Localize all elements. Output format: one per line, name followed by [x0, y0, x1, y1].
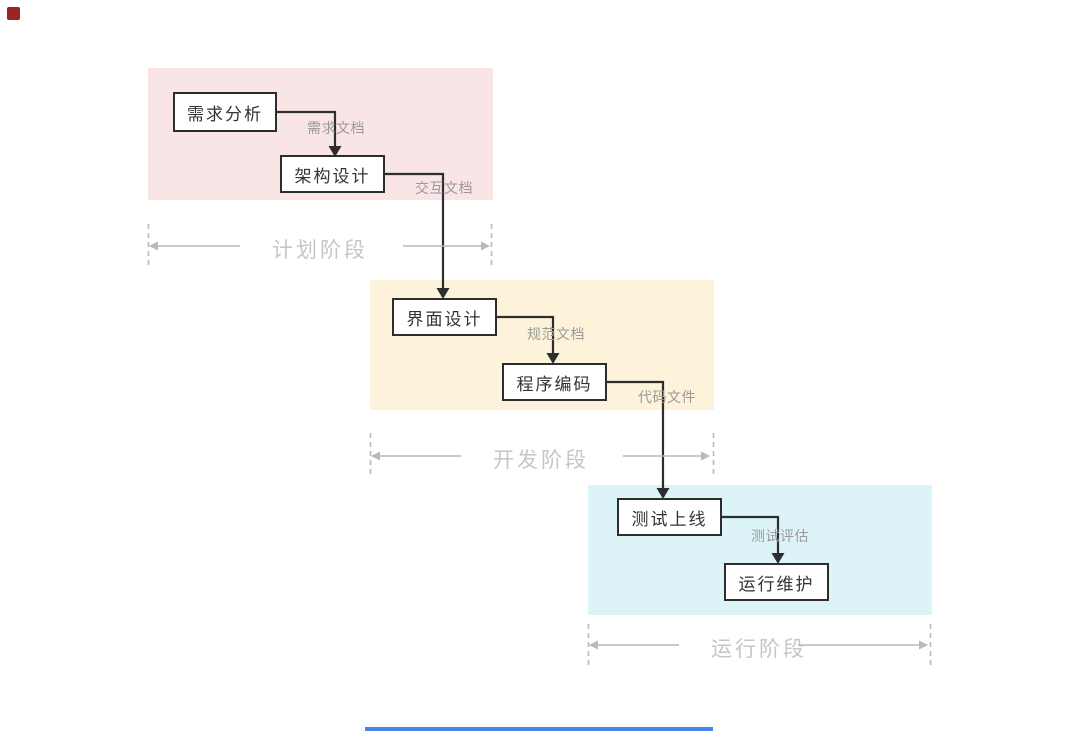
- flow-node-architecture-design: 架构设计: [280, 155, 385, 193]
- phase-label-operation: 运行阶段: [711, 638, 807, 661]
- flow-label-test-evaluation: 测试评估: [751, 528, 809, 544]
- arrow-right-icon: [701, 451, 710, 461]
- arrow-right-icon: [481, 241, 490, 251]
- flow-label-interaction-doc: 交互文档: [415, 180, 473, 196]
- flow-label-code-files: 代码文件: [638, 389, 696, 405]
- flow-label-requirements-doc: 需求文档: [307, 120, 365, 136]
- flow-node-program-coding: 程序编码: [502, 363, 607, 401]
- flow-node-operation-maintenance: 运行维护: [724, 563, 829, 601]
- phase-label-development: 开发阶段: [493, 449, 589, 472]
- flow-node-ui-design: 界面设计: [392, 298, 497, 336]
- bottom-accent-bar: [365, 727, 713, 731]
- red-marker-icon: [7, 7, 20, 20]
- arrow-right-icon: [919, 640, 928, 650]
- arrow-left-icon: [371, 451, 380, 461]
- flow-node-test-launch: 测试上线: [617, 498, 722, 536]
- phase-label-planning: 计划阶段: [272, 239, 368, 262]
- flow-node-requirements-analysis: 需求分析: [173, 92, 277, 132]
- arrow-left-icon: [149, 241, 158, 251]
- arrow-left-icon: [589, 640, 598, 650]
- flow-label-specification-doc: 规范文档: [527, 326, 585, 342]
